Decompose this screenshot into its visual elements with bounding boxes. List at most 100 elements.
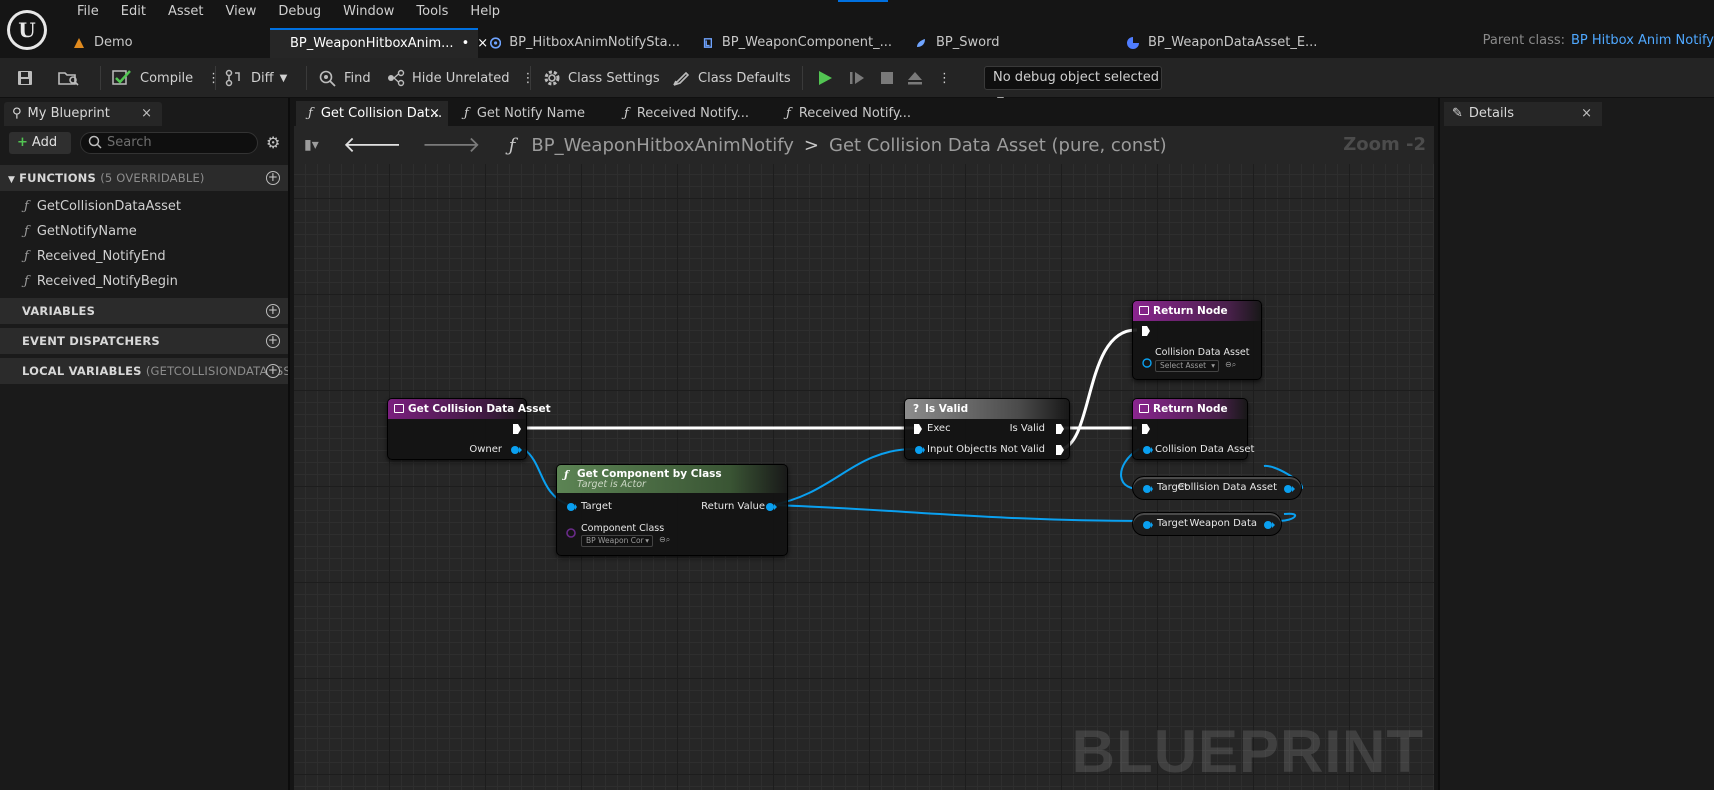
search-input[interactable]: Search xyxy=(80,132,258,154)
object-in-pin[interactable] xyxy=(1141,483,1153,495)
forward-arrow-icon[interactable]: 🡒 xyxy=(421,133,481,158)
back-arrow-icon[interactable]: 🡐 xyxy=(342,133,402,158)
is-valid-node[interactable]: ?Is Valid Exec Is Valid Input Object Is … xyxy=(904,398,1070,460)
browse-asset-icon[interactable]: ⊖⌕ xyxy=(659,535,671,544)
object-out-pin[interactable] xyxy=(765,501,777,513)
step-icon xyxy=(850,72,864,84)
hide-unrelated-button[interactable]: Hide Unrelated ⋮ xyxy=(386,58,535,98)
doc-tab-weapon-component[interactable]: BP_WeaponComponent_... xyxy=(690,28,902,58)
compile-button[interactable]: Compile ⋮ xyxy=(112,58,220,98)
find-button[interactable]: Find xyxy=(318,58,371,98)
add-local-variable-icon[interactable]: + xyxy=(266,363,280,378)
add-button[interactable]: +Add xyxy=(9,132,71,154)
doc-tab-weapon-data-asset[interactable]: BP_WeaponDataAsset_E... xyxy=(1114,28,1334,58)
function-entry-node[interactable]: Get Collision Data Asset Owner xyxy=(387,398,551,460)
class-defaults-icon xyxy=(673,71,690,86)
my-blueprint-tab[interactable]: ⚲My Blueprint × xyxy=(4,102,162,126)
object-in-pin[interactable] xyxy=(1141,444,1153,456)
component-class-select[interactable]: BP Weapon Cor▾ xyxy=(581,535,653,547)
class-in-pin[interactable] xyxy=(565,527,577,539)
doc-tab-weapon-hitbox-anim[interactable]: BP_WeaponHitboxAnim... • × xyxy=(270,28,488,58)
debug-object-select[interactable]: No debug object selected ▼ xyxy=(984,66,1162,106)
doc-tab-hitbox-anim-notify-state[interactable]: BP_HitboxAnimNotifySta... xyxy=(478,28,690,58)
object-in-pin[interactable] xyxy=(1141,357,1153,369)
actor-icon xyxy=(917,39,925,47)
close-icon[interactable]: × xyxy=(429,106,440,121)
object-in-pin[interactable] xyxy=(913,444,925,456)
compile-options-icon[interactable]: ⋮ xyxy=(207,70,221,86)
menu-debug[interactable]: Debug xyxy=(278,4,322,19)
unreal-logo-icon[interactable]: U xyxy=(7,10,47,50)
eject-button[interactable] xyxy=(906,58,924,98)
browse-button[interactable] xyxy=(58,58,80,98)
doc-tab-demo[interactable]: Demo xyxy=(60,28,270,58)
parent-class-label: Parent class: xyxy=(1482,33,1566,48)
breadcrumb-separator: > xyxy=(803,134,819,156)
pin-label: Target xyxy=(1157,518,1188,529)
add-dispatcher-icon[interactable]: + xyxy=(266,333,280,348)
add-variable-icon[interactable]: + xyxy=(266,303,280,318)
settings-gear-icon[interactable]: ⚙ xyxy=(266,133,281,152)
menu-window[interactable]: Window xyxy=(343,4,395,19)
exec-out-pin[interactable] xyxy=(1055,423,1065,435)
class-defaults-button[interactable]: Class Defaults xyxy=(672,58,791,98)
variables-section[interactable]: VARIABLES + xyxy=(0,298,288,324)
breadcrumb-root[interactable]: BP_WeaponHitboxAnimNotify xyxy=(531,134,794,156)
close-icon[interactable]: × xyxy=(141,106,152,121)
bookmark-icon[interactable]: ▮▾ xyxy=(304,137,319,153)
functions-section[interactable]: ▼FUNCTIONS (5 OVERRIDABLE) + xyxy=(0,165,288,191)
function-icon: ƒ xyxy=(508,134,516,156)
return-node[interactable]: Return Node Collision Data Asset Select … xyxy=(1132,300,1262,380)
object-out-pin[interactable] xyxy=(1283,483,1295,495)
local-variables-section[interactable]: LOCAL VARIABLES (GETCOLLISIONDATAASSET + xyxy=(0,358,288,384)
browse-asset-icon[interactable]: ⊖⌕ xyxy=(1225,360,1237,369)
stop-icon xyxy=(881,72,893,84)
doc-tab-sword[interactable]: BP_Sword xyxy=(902,28,1114,58)
play-options-button[interactable]: ⋮ xyxy=(938,58,951,98)
more-options-icon[interactable]: ⋮ xyxy=(521,70,535,86)
menu-file[interactable]: File xyxy=(77,4,99,19)
play-button[interactable] xyxy=(816,58,834,98)
exec-out-pin[interactable] xyxy=(1055,444,1065,456)
return-node[interactable]: Return Node Collision Data Asset xyxy=(1132,398,1254,460)
exec-in-pin[interactable] xyxy=(913,423,923,435)
step-button[interactable] xyxy=(848,58,866,98)
menu-asset[interactable]: Asset xyxy=(167,4,204,19)
add-function-icon[interactable]: + xyxy=(266,170,280,185)
exec-in-pin[interactable] xyxy=(1141,423,1151,435)
object-out-pin[interactable] xyxy=(1263,519,1275,531)
details-panel: ✎Details × xyxy=(1438,98,1714,790)
asset-select[interactable]: Select Asset▾ xyxy=(1155,360,1219,372)
class-settings-button[interactable]: Class Settings xyxy=(542,58,660,98)
close-icon[interactable]: × xyxy=(477,36,489,51)
menu-edit[interactable]: Edit xyxy=(120,4,146,19)
get-weapon-data-node[interactable]: Target Weapon Data xyxy=(1132,512,1282,536)
stop-button[interactable] xyxy=(878,58,896,98)
get-collision-data-asset-node[interactable]: Target Collision Data Asset xyxy=(1132,476,1302,500)
object-in-pin[interactable] xyxy=(565,501,577,513)
menu-view[interactable]: View xyxy=(225,4,257,19)
exec-out-pin[interactable] xyxy=(512,423,522,435)
diff-button[interactable]: Diff ▼ xyxy=(225,58,287,98)
object-out-pin[interactable] xyxy=(510,444,522,456)
parent-class-link[interactable]: BP Hitbox Anim Notify xyxy=(1571,33,1714,48)
close-icon[interactable]: × xyxy=(1581,106,1592,121)
save-button[interactable] xyxy=(16,58,34,98)
pin-label: Collision Data Asset xyxy=(1155,347,1250,358)
object-in-pin[interactable] xyxy=(1141,519,1153,531)
menu-tools[interactable]: Tools xyxy=(416,4,449,19)
event-dispatchers-section[interactable]: EVENT DISPATCHERS + xyxy=(0,328,288,354)
details-tab[interactable]: ✎Details × xyxy=(1444,102,1602,126)
menu-help[interactable]: Help xyxy=(470,4,501,19)
exec-in-pin[interactable] xyxy=(1141,325,1151,337)
